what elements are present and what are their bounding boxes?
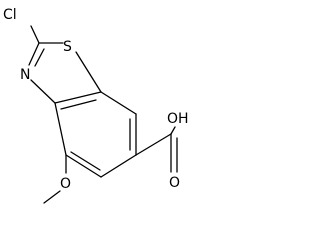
bond-s1-c7a [75, 51, 102, 93]
bond-c7a-c7 [100, 91, 137, 115]
atom-label-nitrogen: N [20, 67, 30, 83]
bond-c6-carboxyl [135, 133, 172, 156]
bond-lines [28, 25, 178, 204]
bond-carboxyl-oh [170, 126, 176, 135]
bond-c3a-c7a [54, 91, 102, 104]
bond-c6-c5 [100, 154, 137, 178]
bond-c2-n3 [28, 42, 40, 66]
atom-label-hydroxyl: OH [167, 111, 189, 127]
bond-c2-n3-second [34, 48, 45, 67]
bond-n3-c3a [30, 79, 56, 104]
benzothiazole-carboxylic-acid-structure: Cl S N O OH O [3, 7, 189, 204]
atom-label-carbonyl-oxygen: O [169, 175, 180, 191]
atom-labels: Cl S N O OH O [3, 7, 189, 192]
bond-c5-c4 [65, 154, 102, 178]
atom-label-chlorine: Cl [3, 7, 17, 23]
atom-label-methoxy-oxygen: O [60, 176, 71, 192]
bond-c3a-c7a-second [60, 99, 97, 110]
bond-c4-c3a [54, 102, 67, 156]
bond-o-methyl [43, 190, 61, 204]
bond-cl-c2 [30, 25, 40, 44]
bond-c5-c4-second [70, 151, 101, 171]
atom-label-sulfur: S [63, 39, 72, 55]
